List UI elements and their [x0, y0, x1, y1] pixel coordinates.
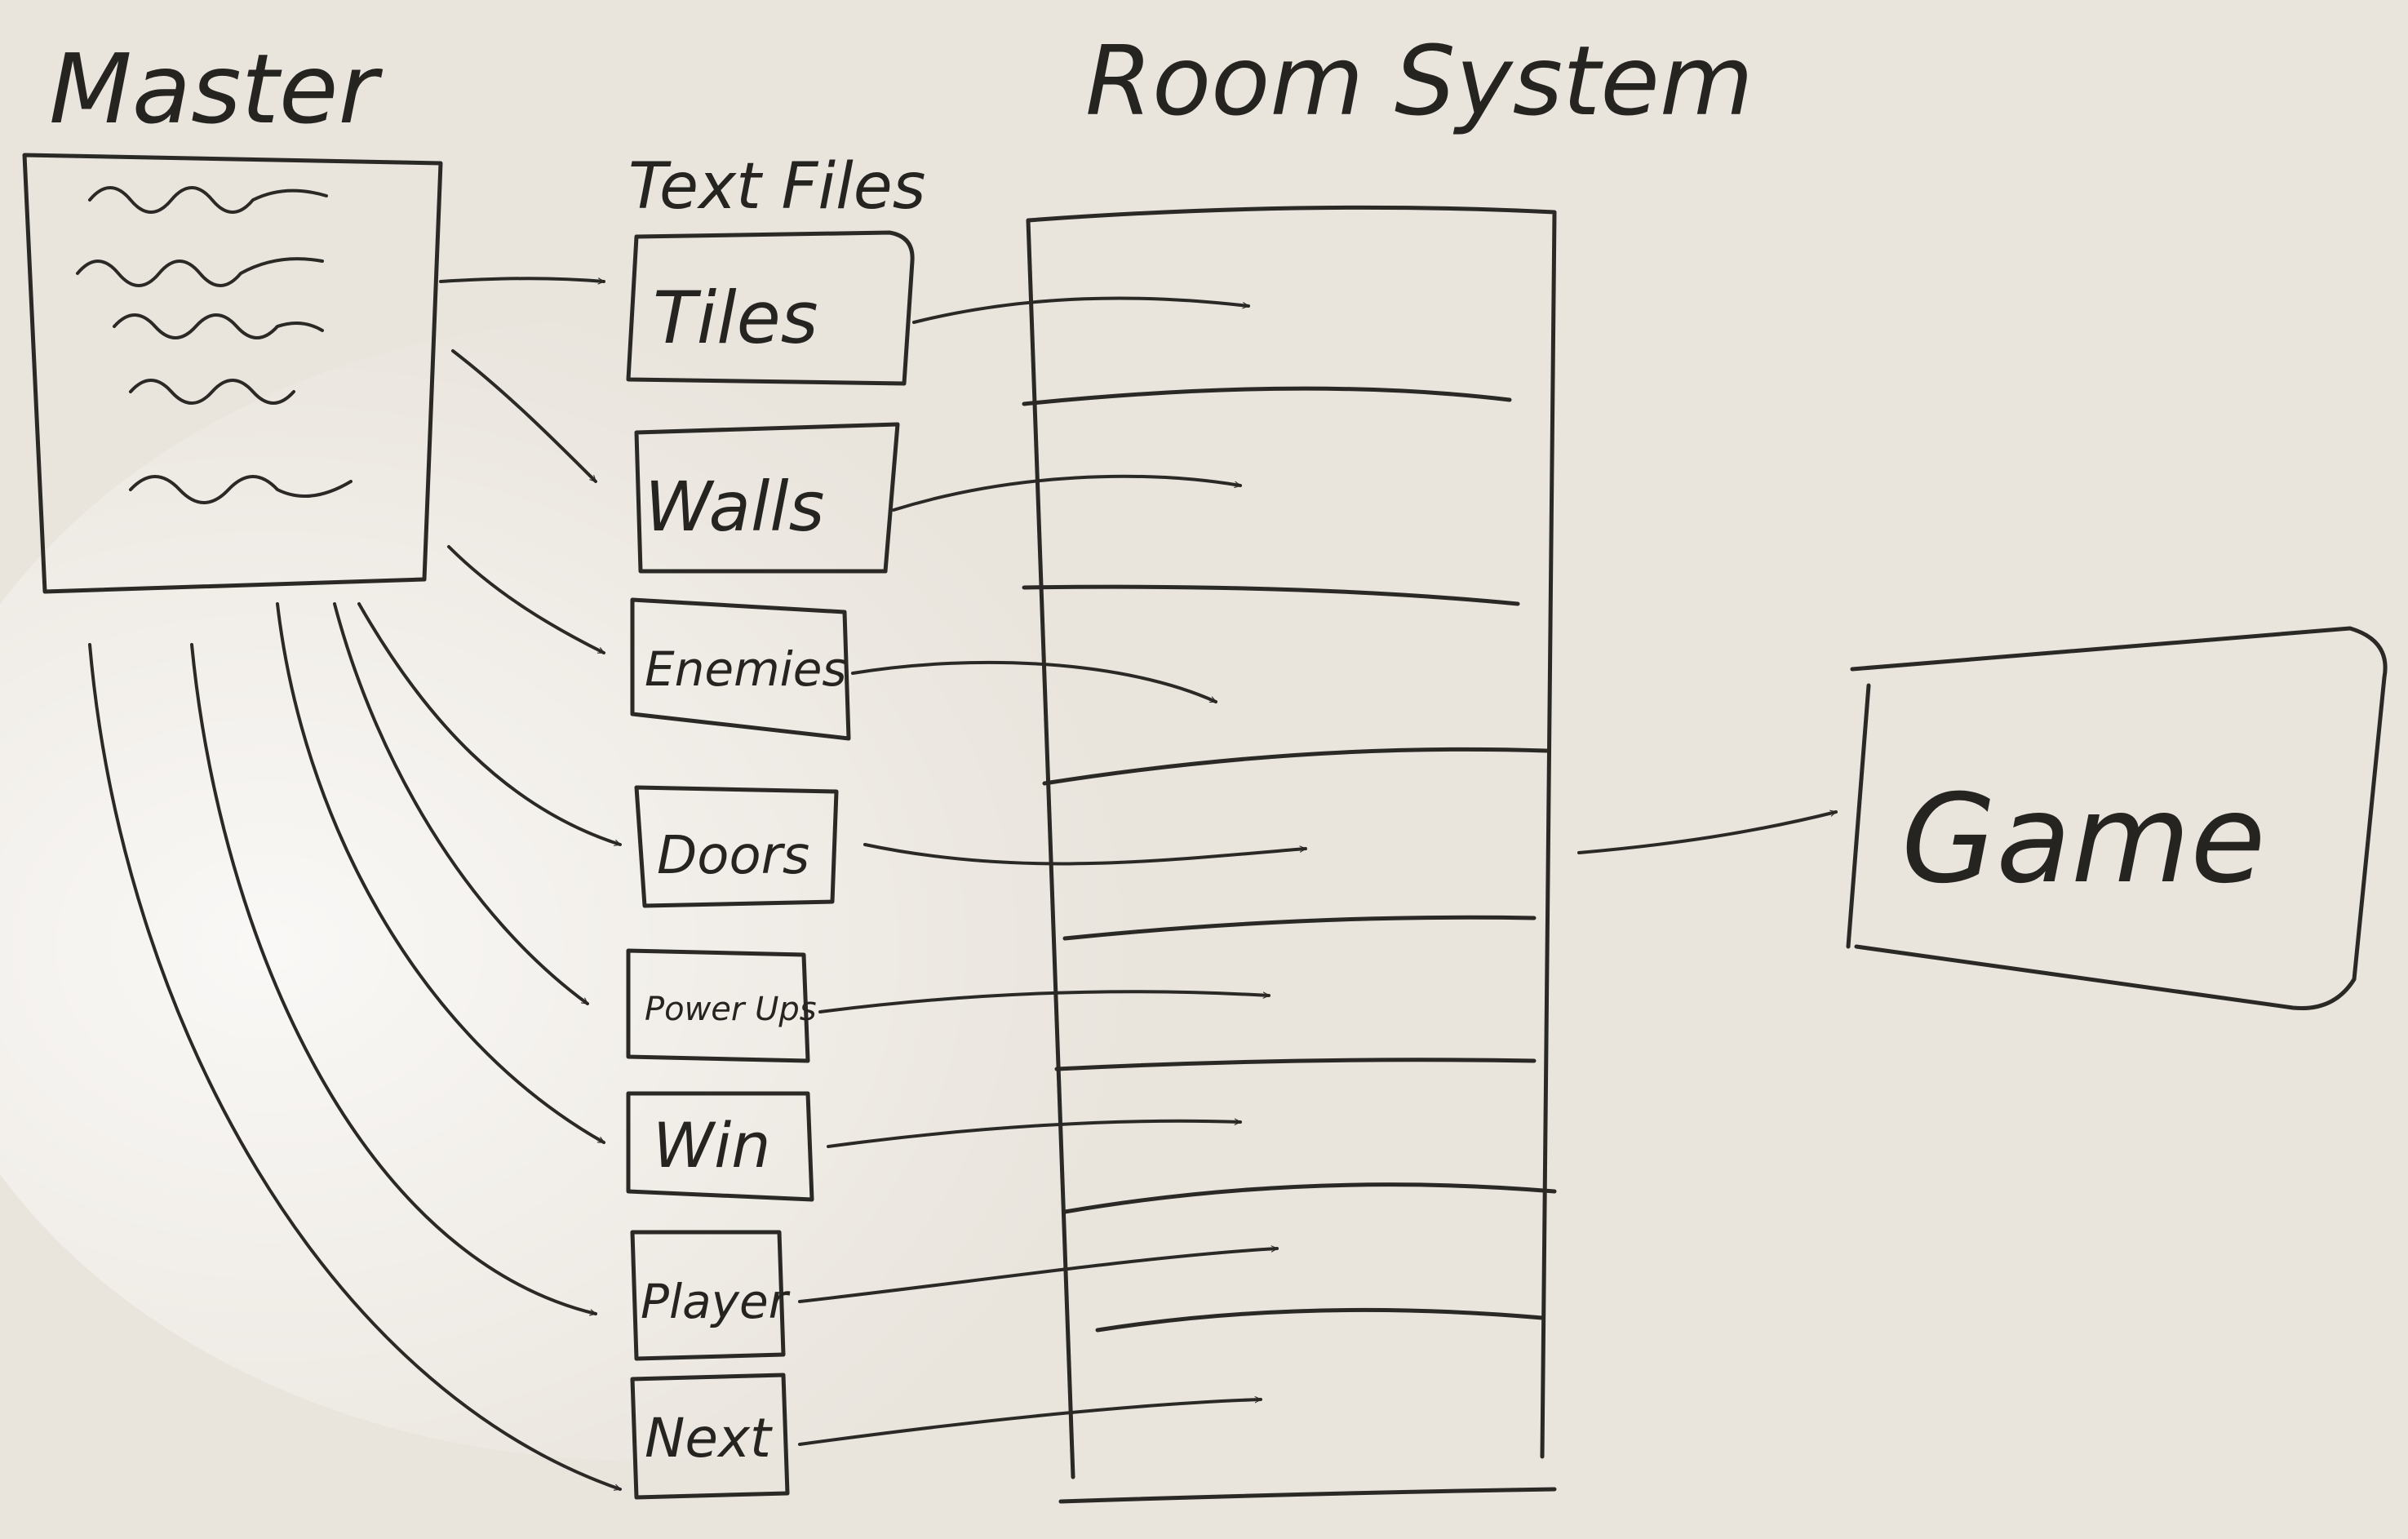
file-box-frame	[626, 230, 915, 386]
file-to-room-arrows	[798, 296, 1307, 1446]
file-box-frame	[630, 597, 851, 741]
file-box-walls: Walls	[634, 422, 900, 574]
arrow-master-to-enemies	[447, 545, 605, 654]
master-document-frame	[22, 153, 443, 594]
file-label-player: Player	[641, 1274, 791, 1329]
file-box-frame	[634, 422, 900, 574]
file-box-win: Win	[626, 1091, 814, 1202]
arrow-walls-to-room	[892, 474, 1242, 512]
room-slot-divider	[1062, 915, 1537, 941]
file-label-tiles: Tiles	[653, 276, 818, 360]
arrow-enemies-to-room	[851, 660, 1217, 703]
room-system-heading: Room System	[1085, 24, 1754, 137]
arrow-player-to-room	[798, 1245, 1279, 1303]
room-system-frame	[1026, 205, 1557, 1504]
arrow-master-to-doors	[357, 602, 622, 846]
file-label-doors: Doors	[657, 826, 809, 886]
file-box-frame	[634, 785, 839, 908]
text-files-group: Tiles Walls Enemies Doors Power Ups Win …	[626, 230, 915, 1500]
board-glare	[0, 318, 1371, 1461]
arrow-win-to-room	[827, 1118, 1242, 1148]
arrow-tiles-to-room	[912, 296, 1250, 324]
file-box-frame	[626, 948, 810, 1063]
file-box-tiles: Tiles	[626, 230, 915, 386]
file-label-walls: Walls	[645, 467, 824, 547]
game-label: Game	[1901, 769, 2266, 911]
room-slot-divider	[1042, 747, 1549, 786]
arrow-master-to-next	[88, 643, 622, 1491]
room-slot-divider	[1054, 1058, 1537, 1071]
file-box-enemies: Enemies	[630, 597, 851, 741]
arrow-doors-to-room	[863, 843, 1307, 866]
scribble-line	[129, 475, 353, 504]
file-label-next: Next	[645, 1407, 773, 1470]
file-label-enemies: Enemies	[645, 641, 847, 697]
arrow-room-to-game	[1577, 809, 1838, 854]
game-box-frame	[1850, 626, 2388, 1011]
text-files-heading: Text Files	[628, 150, 925, 224]
file-label-power-ups: Power Ups	[645, 991, 817, 1028]
room-slot-divider	[1022, 584, 1520, 606]
arrow-power-ups-to-room	[818, 990, 1271, 1013]
file-box-doors: Doors	[634, 785, 839, 908]
room-system-box	[1022, 205, 1557, 1504]
scribble-line	[88, 186, 328, 214]
scribble-line	[76, 257, 324, 287]
file-box-frame	[626, 1091, 814, 1202]
scribble-line	[129, 379, 295, 405]
arrow-next-to-room	[798, 1396, 1262, 1446]
master-heading: Master	[49, 33, 383, 145]
file-box-frame	[630, 1230, 786, 1361]
game-box-left-edge	[1846, 683, 1871, 949]
master-document-scribbles	[76, 186, 353, 504]
room-slot-divider	[1095, 1307, 1545, 1333]
file-box-player: Player	[630, 1230, 791, 1361]
file-box-next: Next	[630, 1373, 790, 1500]
master-document	[22, 153, 443, 594]
file-box-power-ups: Power Ups	[626, 948, 817, 1063]
game-box: Game	[1846, 626, 2388, 1011]
arrow-master-to-walls	[451, 349, 597, 483]
room-slot-divider	[1022, 386, 1512, 406]
master-to-file-arrows	[88, 277, 622, 1491]
arrow-master-to-power-ups	[333, 602, 589, 1005]
room-slot-divider	[1062, 1182, 1557, 1214]
arrow-master-to-player	[190, 643, 597, 1316]
file-box-frame	[630, 1373, 790, 1500]
file-label-win: Win	[653, 1109, 770, 1182]
arrow-master-to-win	[276, 602, 605, 1144]
scribble-line	[113, 313, 324, 339]
arrow-master-to-tiles	[439, 277, 605, 285]
